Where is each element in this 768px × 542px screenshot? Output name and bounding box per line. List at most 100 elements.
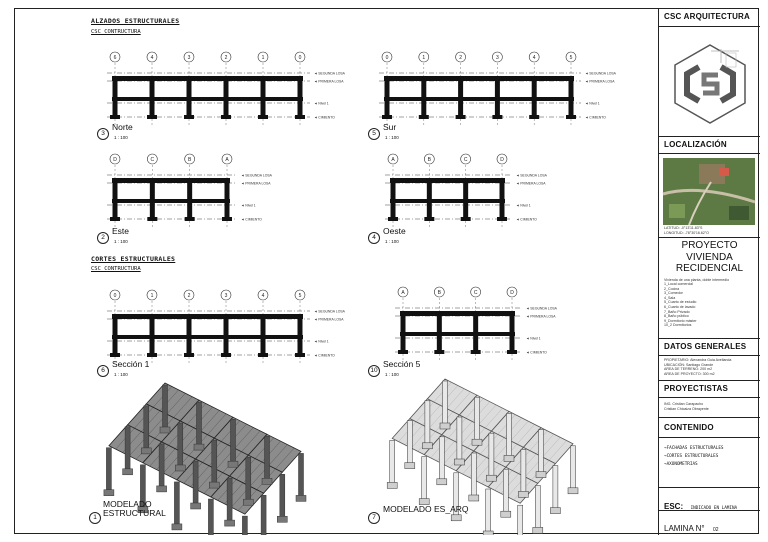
view-scale: 1 : 100 (385, 135, 399, 140)
general-line: PROPIETARIO: Alexandra Guia Avellanda (664, 358, 732, 362)
grid-bubble (506, 286, 518, 298)
footing (529, 115, 540, 119)
project-desc-line: 10_2 Dormitorios (664, 323, 692, 328)
axo-footing (567, 487, 579, 495)
footing (221, 115, 231, 119)
axo-footing (193, 443, 205, 451)
grid-label: C (464, 157, 468, 163)
column (421, 77, 427, 117)
project-desc-line: 7_Baño Privado (664, 309, 690, 314)
project-desc-line: 4_Sala (664, 295, 676, 300)
axo-footing (243, 498, 254, 506)
beam (384, 76, 574, 81)
coords-lon: LONGITUD: -78°30'16.62"O (664, 231, 709, 235)
axo-column (242, 515, 248, 535)
beam (112, 199, 230, 203)
grid-bubble (109, 153, 121, 165)
axo-column (424, 400, 431, 446)
slab-hatch (241, 430, 261, 452)
elevations-subheader: CSC CONTRUCTURA (91, 29, 141, 35)
axo-column (106, 447, 112, 492)
axo-column (503, 468, 509, 514)
project-title: PROYECTO VIVIENDA RECIDENCIAL (659, 238, 760, 275)
axo-column (538, 429, 544, 474)
level-label: ◄ Nivel 1 (585, 102, 600, 106)
axo-column (552, 465, 559, 510)
axo-column (471, 452, 477, 498)
level-label: ◄ CIMIENTO (314, 354, 335, 358)
level-label: ◄ Nivel 1 (314, 102, 329, 106)
grid-bubble (455, 51, 466, 63)
view-number: 6 (97, 365, 109, 377)
column (112, 77, 118, 117)
general-box: PROPIETARIO: Alexandra Guia Avellanda UB… (659, 356, 760, 381)
axo-footing (190, 502, 201, 510)
grid-bubble (418, 51, 430, 63)
scale-box: ESC: INDICADO EN LAMINA (659, 488, 760, 511)
footing (424, 217, 435, 221)
general-line: UBICACIÓN: Santiago Grande (664, 362, 714, 367)
axo-column (439, 436, 445, 482)
view-scale: 1 : 100 (114, 372, 128, 377)
axo-column (226, 477, 233, 523)
grid-label: D (510, 290, 514, 296)
project-box: PROYECTO VIVIENDA RECIDENCIAL Vivienda d… (659, 238, 760, 339)
view-number: 3 (97, 128, 109, 140)
beam (390, 199, 505, 203)
view-name: Sección 5 (383, 359, 421, 369)
column (149, 315, 155, 355)
grid-label: 3 (496, 55, 499, 61)
grid-bubble (221, 153, 233, 165)
grid-label: 6 (114, 55, 117, 61)
slab-hatch (268, 444, 288, 466)
footing (184, 115, 194, 119)
grid-label: 4 (262, 293, 265, 299)
company-box: CSC ARQUITECTURA (659, 9, 760, 27)
axo-column (421, 456, 427, 501)
grid-label: 3 (188, 55, 191, 61)
column (297, 315, 303, 355)
column (223, 315, 229, 355)
grid-bubble (147, 153, 158, 165)
grid-bubble (109, 289, 121, 301)
axo-footing (500, 510, 512, 518)
axo-column (177, 422, 184, 468)
grid-label: 0 (386, 55, 389, 61)
axo-column (245, 456, 252, 502)
footing (295, 115, 305, 119)
grid-label: 2 (188, 293, 191, 299)
grid-label: 4 (151, 55, 154, 61)
slab-hatch (478, 404, 497, 425)
grid-label: 2 (459, 55, 462, 61)
location-title-box: LOCALIZACIÓN (659, 137, 760, 154)
logo-box (659, 27, 760, 137)
grid-label: 1 (422, 55, 425, 61)
column (509, 312, 515, 352)
grid-bubble (397, 286, 409, 298)
footing (258, 353, 268, 357)
level-label: ◄ Nivel 1 (516, 204, 531, 208)
view-scale: 1 : 100 (385, 239, 399, 244)
axo-footing (137, 506, 149, 514)
grid-bubble (257, 51, 269, 63)
column (426, 179, 432, 219)
content-item: →CORTES ESTRUCTURALES (664, 454, 719, 459)
footing (388, 217, 398, 221)
structural-model (103, 382, 307, 535)
axo-footing (482, 530, 494, 535)
project-desc-line: 5_Cuarto de estudio (664, 300, 697, 305)
grid-label: 5 (299, 293, 302, 299)
grid-bubble (146, 289, 158, 301)
column (260, 315, 266, 355)
column (149, 77, 155, 117)
axo-footing (454, 458, 465, 466)
footing (221, 353, 231, 357)
slab-hatch (516, 424, 535, 445)
column (149, 179, 155, 219)
column (297, 77, 303, 117)
footing (110, 217, 120, 221)
level-label: ◄ SEGUNDA LOSA (241, 174, 273, 178)
column (400, 312, 406, 352)
